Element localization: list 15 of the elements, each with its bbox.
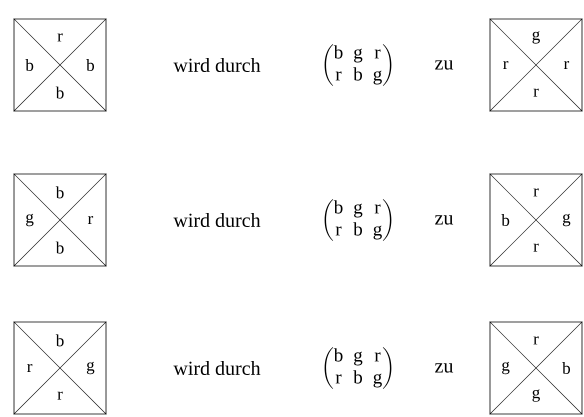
quartered-square: r b g r	[489, 173, 583, 267]
quartered-square: b g r b	[13, 173, 107, 267]
caption-text: zu	[435, 363, 454, 373]
caption-text: wird durch	[173, 212, 260, 228]
permutation-matrix: $\begin{pmatrix}\mathrm{b} & \mathrm{g} & \mathrm{r}\\ \mathrm{r} & \mathrm{b} & \mathrm{g}\end{pmatrix}$	[324, 199, 392, 241]
permutation-matrix: $\begin{pmatrix}\mathrm{b} & \mathrm{g} & \mathrm{r}\\ \mathrm{r} & \mathrm{b} & \mathrm{g}\end{pmatrix}$	[324, 44, 392, 86]
quartered-square: b r g r	[13, 321, 107, 415]
quartered-square: r g b g	[489, 321, 583, 415]
caption-text: wird durch	[173, 58, 260, 72]
caption-text: wird durch	[173, 360, 260, 376]
caption-text: zu	[435, 215, 454, 225]
quartered-square: g r r r	[489, 18, 583, 112]
caption-text: zu	[435, 60, 454, 70]
permutation-matrix: $\begin{pmatrix}\mathrm{b} & \mathrm{g} & \mathrm{r}\\ \mathrm{r} & \mathrm{b} & \mathrm{g}\end{pmatrix}$	[324, 347, 392, 389]
quartered-square: r b b b	[13, 18, 107, 112]
